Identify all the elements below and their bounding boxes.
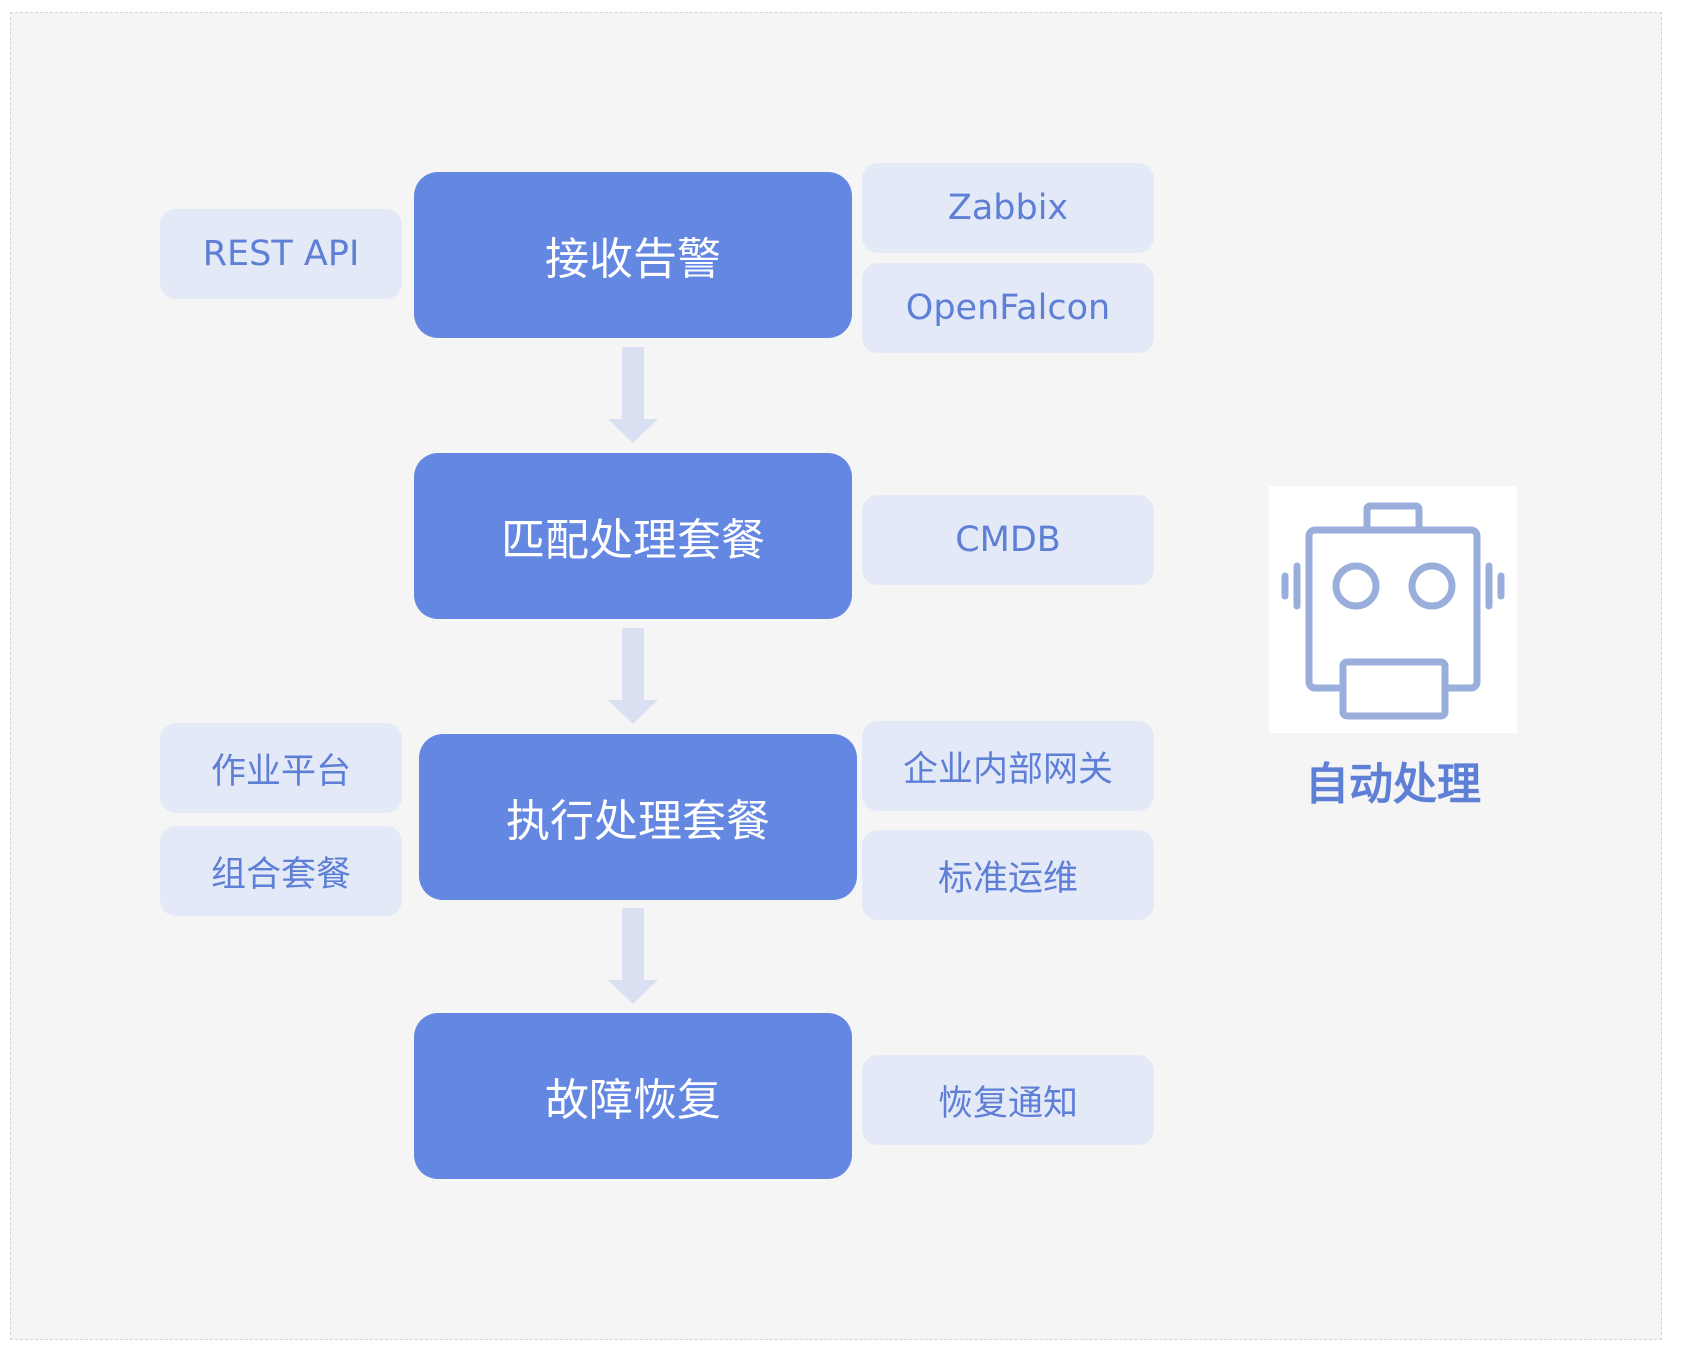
tag-zabbix: Zabbix [862, 163, 1154, 253]
robot-label: 自动处理 [1305, 759, 1481, 810]
tag-cmdb: CMDB [862, 495, 1154, 585]
tag-enterprise-gateway: 企业内部网关 [862, 721, 1154, 811]
step-match-package: 匹配处理套餐 [414, 453, 852, 619]
tag-recovery-notice: 恢复通知 [862, 1055, 1154, 1145]
tag-job-platform: 作业平台 [160, 723, 402, 813]
robot-icon [1281, 502, 1505, 720]
tag-standard-ops: 标准运维 [862, 830, 1154, 920]
tag-combo-package: 组合套餐 [160, 826, 402, 916]
step-fault-recovery: 故障恢复 [414, 1013, 852, 1179]
tag-rest-api: REST API [160, 209, 402, 299]
step-receive-alert: 接收告警 [414, 172, 852, 338]
flow-arrow-2 [608, 628, 658, 724]
step-execute-package: 执行处理套餐 [419, 734, 857, 900]
tag-openfalcon: OpenFalcon [862, 263, 1154, 353]
robot-panel [1269, 486, 1517, 733]
flow-arrow-1 [608, 347, 658, 443]
flow-arrow-3 [608, 908, 658, 1004]
